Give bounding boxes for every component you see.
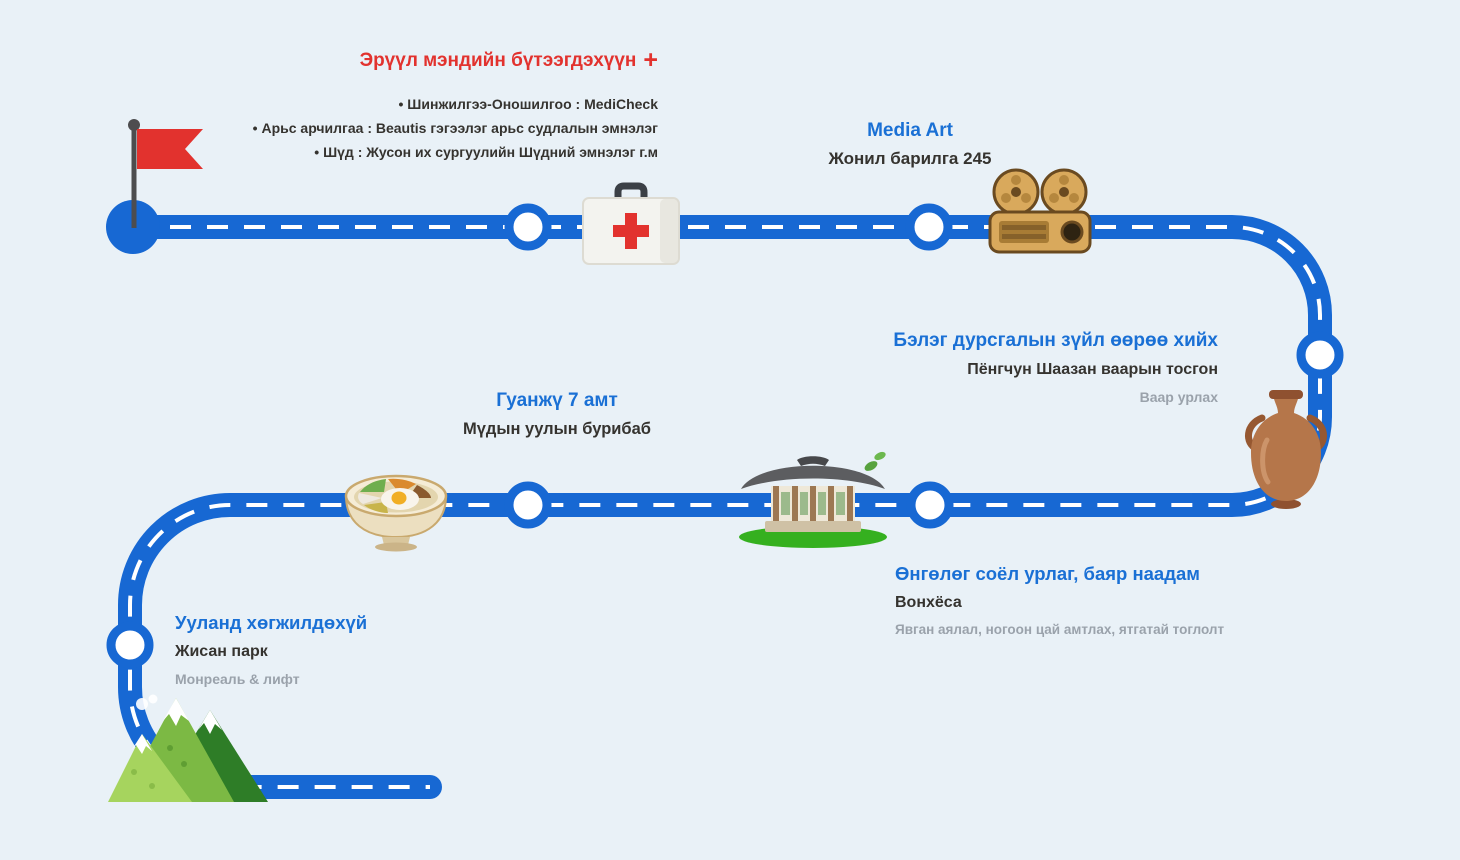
stop-souvenir-subtitle: Пёнгчун Шаазан ваарын тосгон [967,361,1218,378]
stop-label-culture: Өнгөлөг соёл урлаг, баяр наадам Вонхёса … [895,563,1345,637]
stop-label-souvenir: Бэлэг дурсгалын зүйл өөрөө хийх Пёнгчун … [748,330,1218,405]
road-centerline [128,225,1322,789]
first-aid-kit-icon [582,182,680,265]
waypoint-marker-culture [906,481,954,529]
stop-label-mountain: Ууланд хөгжилдөхүй Жисан парк Монреаль &… [175,612,515,687]
waypoint-marker-souvenir [1296,331,1344,379]
stop-health-items: • Шинжилгээ-Оношилгоо : MediCheck • Арьс… [118,92,658,164]
stop-mountain-note: Монреаль & лифт [175,671,300,687]
list-item: • Арьс арчилгаа : Beautis гэгээлэг арьс … [252,120,658,136]
hanok-house-icon [739,451,887,548]
stop-culture-subtitle: Вонхёса [895,594,962,611]
stop-label-health: Эрүүл мэндийн бүтээгдэхүүн + • Шинжилгээ-… [118,46,658,164]
pottery-vase-icon [1245,390,1327,509]
waypoint-marker-health [504,203,552,251]
stop-culture-note: Явган аялал, ногоон цай амтлах, ятгатай … [895,622,1225,637]
waypoint-marker-mountain [106,621,154,669]
flag-icon [128,119,203,228]
stop-label-food: Гуанжү 7 амт Мүдын уулын бурибаб [397,390,717,439]
stop-media-art-title: Media Art [867,120,953,141]
mountains-icon [108,694,268,802]
stop-food-title: Гуанжү 7 амт [496,390,618,411]
bibimbap-bowl-icon [344,474,448,552]
stop-label-media-art: Media Art Жонил барилга 245 [750,120,1070,169]
waypoint-marker-media-art [905,203,953,251]
stop-media-art-subtitle: Жонил барилга 245 [828,149,992,168]
stop-health-title: Эрүүл мэндийн бүтээгдэхүүн + [118,46,658,75]
list-item: • Шүд : Жусон их сургуулийн Шүдний эмнэл… [314,144,658,160]
stop-food-subtitle: Мүдын уулын бурибаб [462,420,651,438]
plus-icon: + [643,46,658,74]
stop-souvenir-title: Бэлэг дурсгалын зүйл өөрөө хийх [893,330,1218,351]
waypoint-marker-food [504,481,552,529]
stop-culture-title: Өнгөлөг соёл урлаг, баяр наадам [895,563,1200,584]
film-projector-icon [988,168,1092,254]
list-item: • Шинжилгээ-Оношилгоо : MediCheck [398,96,658,112]
stop-mountain-title: Ууланд хөгжилдөхүй [175,612,368,633]
stop-mountain-subtitle: Жисан парк [175,643,268,660]
stop-health-title-text: Эрүүл мэндийн бүтээгдэхүүн [359,50,637,71]
stop-souvenir-note: Ваар урлах [1139,389,1218,405]
